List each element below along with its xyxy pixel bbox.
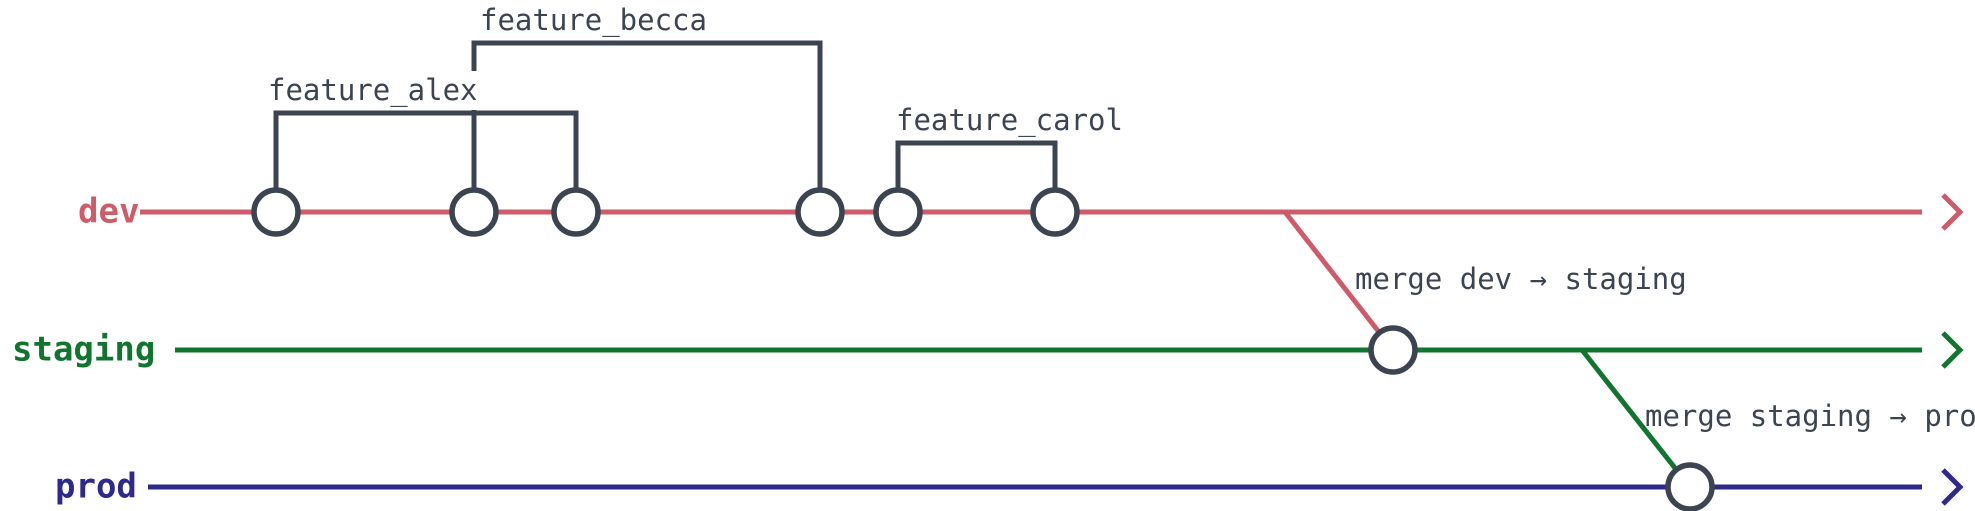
branch-label-prod: prod xyxy=(55,467,137,507)
bracket-feature-becca xyxy=(471,40,823,192)
commit-node-prod-merge[interactable] xyxy=(1665,462,1715,511)
commit-node-dev-4[interactable] xyxy=(795,187,845,237)
branch-labels-group: dev staging prod xyxy=(12,192,155,507)
branch-label-dev: dev xyxy=(78,192,139,232)
commit-node-dev-2[interactable] xyxy=(449,187,499,237)
feature-brackets-group xyxy=(273,40,1058,192)
commit-node-dev-5[interactable] xyxy=(873,187,923,237)
bracket-feature-carol xyxy=(895,140,1058,192)
feature-label-halo xyxy=(476,1,711,40)
feature-label-alex: feature_alex xyxy=(268,73,478,108)
commit-node-staging-merge[interactable] xyxy=(1368,325,1418,375)
merge-label-staging-prod: merge staging → prod xyxy=(1645,399,1975,433)
feature-labels-group: feature_alex feature_becca feature_carol xyxy=(264,1,1127,140)
merge-lines-group xyxy=(1283,210,1692,489)
commit-node-dev-1[interactable] xyxy=(251,187,301,237)
feature-label-carol: feature_carol xyxy=(896,103,1123,138)
bracket-feature-alex xyxy=(273,110,579,192)
dev-arrow-icon xyxy=(1941,193,1964,231)
feature-label-halo xyxy=(892,101,1127,140)
staging-arrow-icon xyxy=(1941,331,1964,369)
feature-label-becca: feature_becca xyxy=(480,3,707,38)
commit-node-dev-6[interactable] xyxy=(1030,187,1080,237)
merge-line-dev-staging xyxy=(1283,210,1395,352)
branch-label-staging: staging xyxy=(12,330,155,370)
commit-nodes-group xyxy=(251,187,1715,511)
prod-arrow-icon xyxy=(1941,468,1964,506)
commit-node-dev-3[interactable] xyxy=(551,187,601,237)
arrow-heads-group xyxy=(1941,193,1964,506)
merge-line-staging-prod xyxy=(1580,348,1692,489)
feature-label-halo xyxy=(264,71,482,110)
merge-label-dev-staging: merge dev → staging xyxy=(1355,262,1687,296)
merge-labels-group: merge dev → staging merge staging → prod xyxy=(1355,262,1975,433)
